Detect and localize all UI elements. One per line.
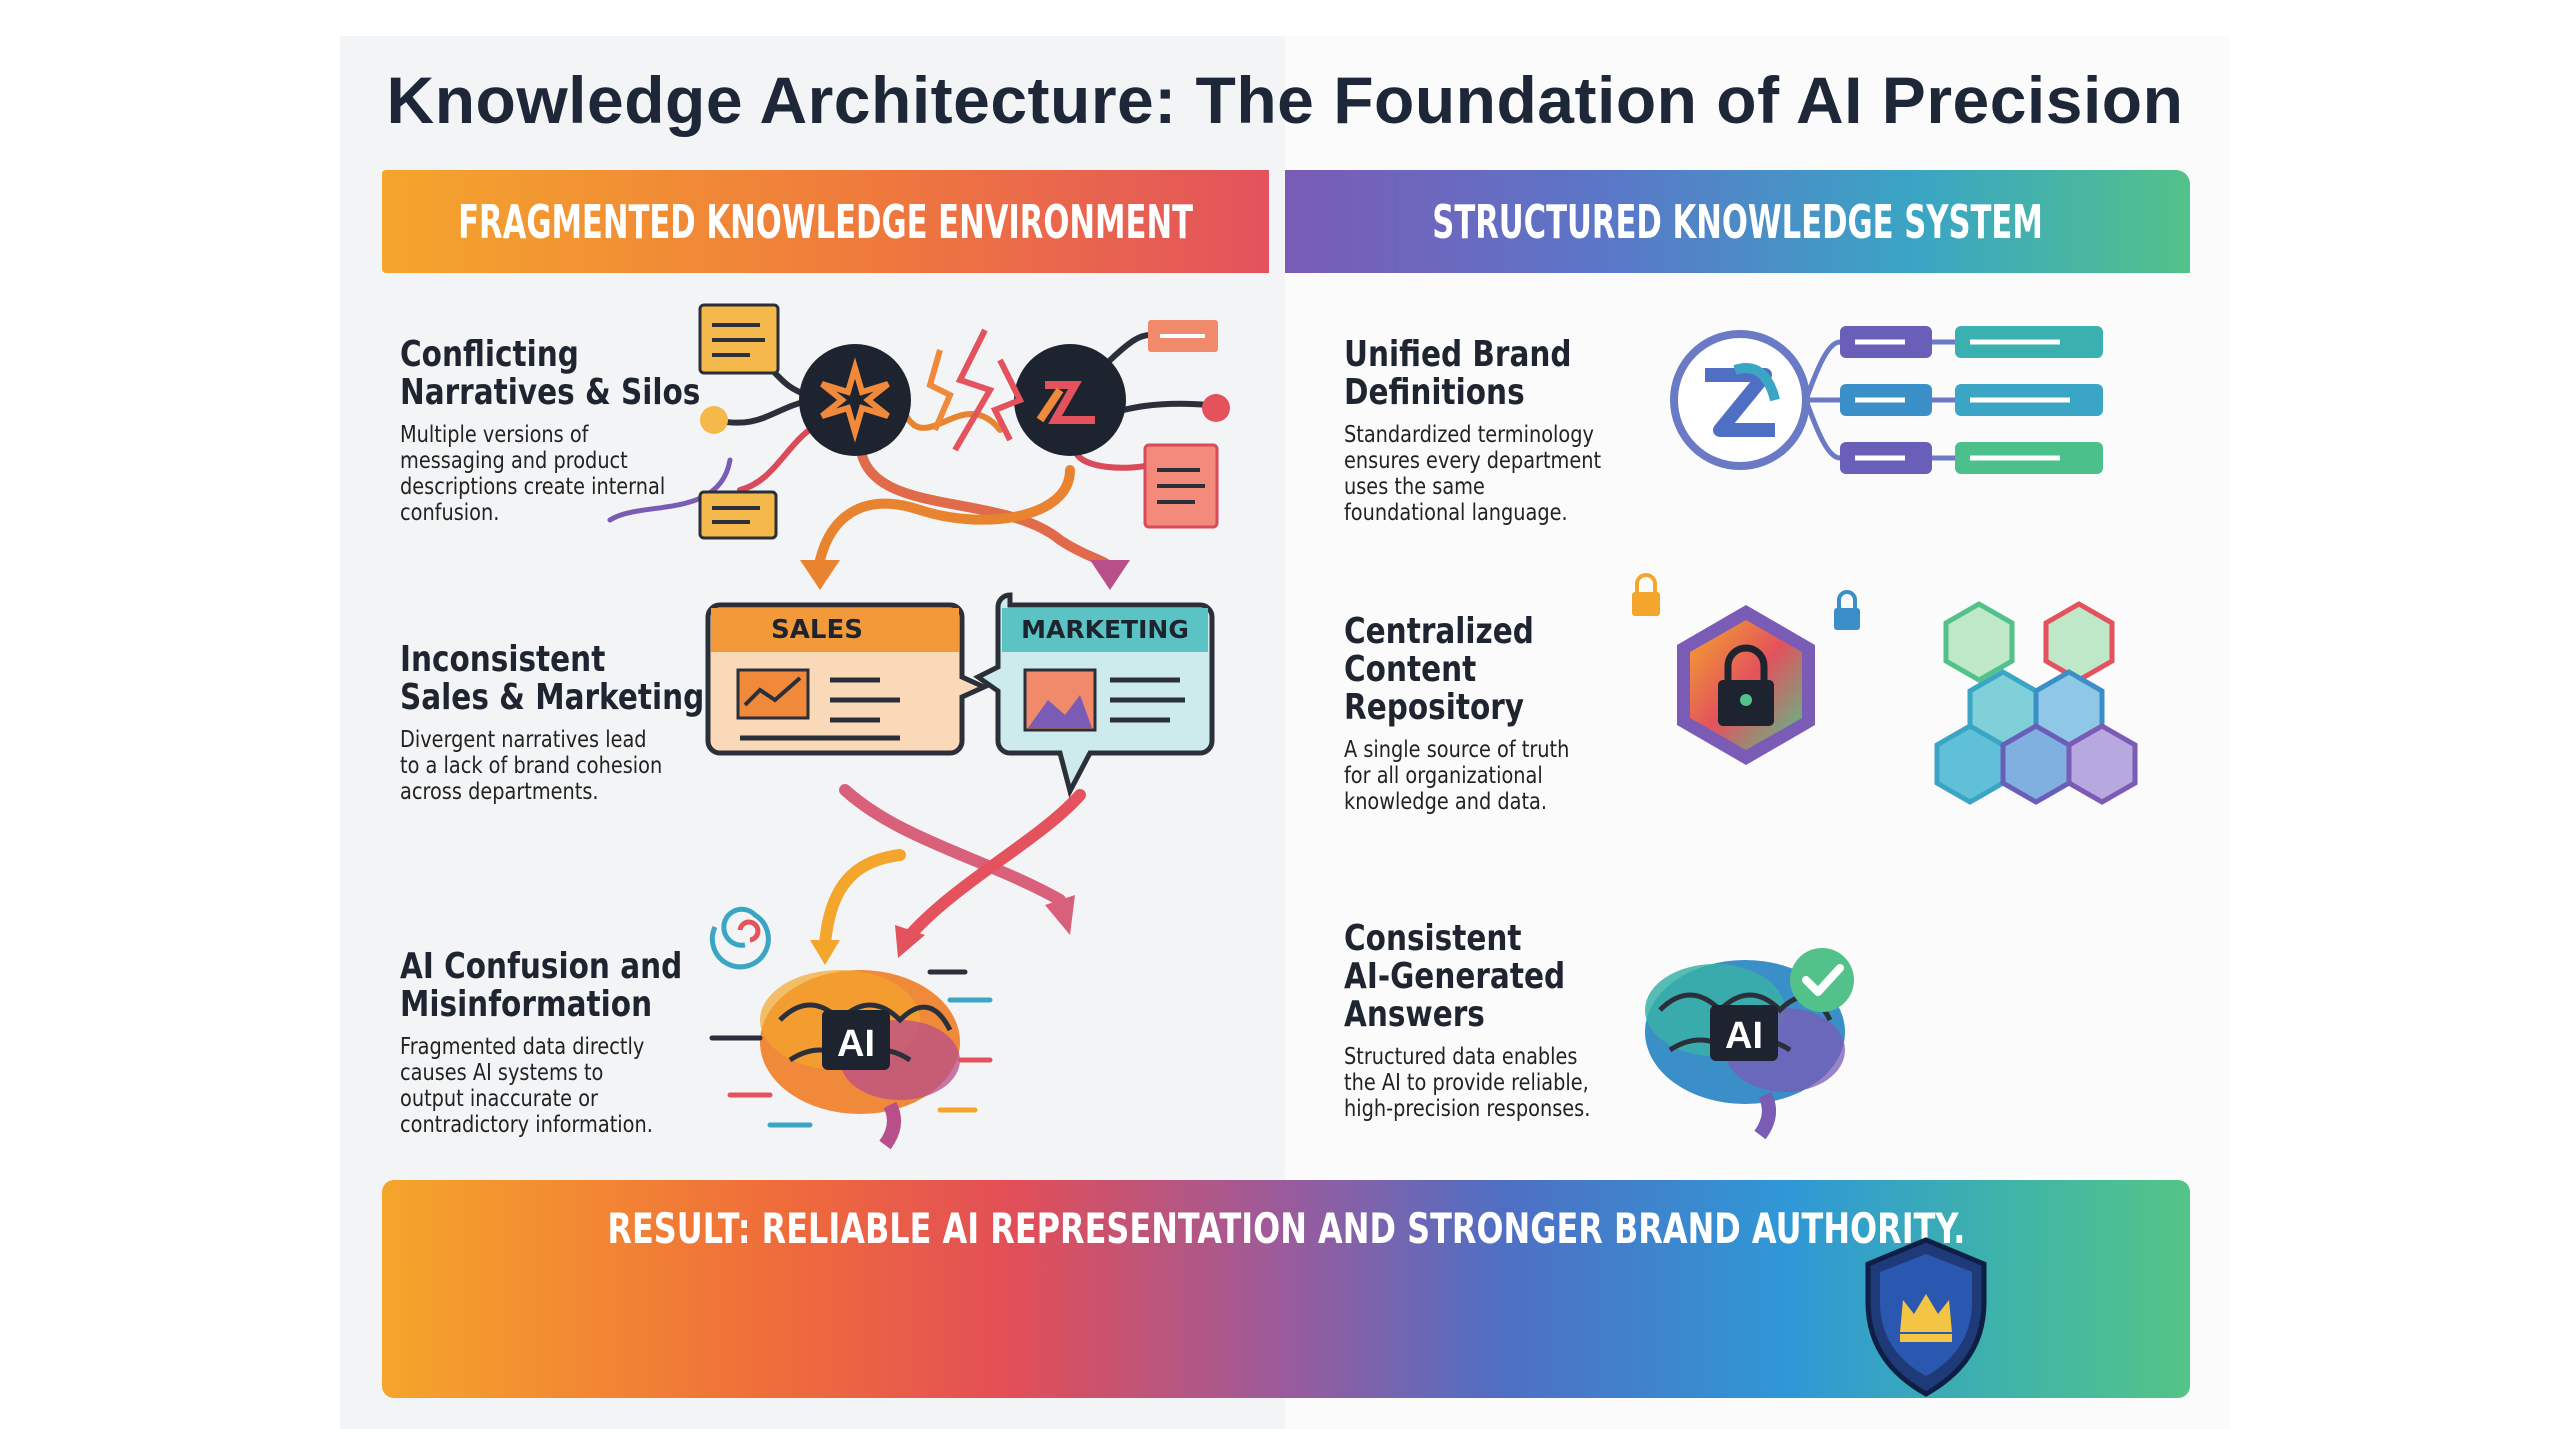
ai-label: AI	[837, 1023, 875, 1065]
hexagon-cluster-icon	[1934, 601, 2138, 805]
document-icon	[1143, 443, 1219, 529]
structured-header-label: STRUCTURED KNOWLEDGE SYSTEM	[1432, 194, 2043, 249]
fragmented-header: FRAGMENTED KNOWLEDGE ENVIRONMENT	[382, 170, 1269, 273]
brand-logo-icon	[1670, 330, 1810, 470]
arrow-icons	[800, 560, 1130, 590]
check-icon	[1790, 948, 1854, 1012]
lock-icon	[1834, 590, 1860, 630]
result-banner: RESULT: RELIABLE AI REPRESENTATION AND S…	[382, 1180, 2190, 1398]
sales-label: SALES	[771, 615, 863, 645]
structured-header: STRUCTURED KNOWLEDGE SYSTEM	[1285, 170, 2190, 273]
node-dot	[1202, 394, 1230, 422]
document-icon	[698, 490, 778, 540]
marketing-bubble	[973, 592, 1215, 798]
crossing-arrows	[819, 784, 1086, 951]
ai-label: AI	[1725, 1015, 1763, 1057]
burst-node-icon	[799, 344, 911, 456]
lock-icon	[1632, 573, 1660, 616]
speed-lines	[709, 969, 993, 1128]
sales-bubble	[705, 602, 991, 756]
swirl-icon	[709, 906, 771, 970]
node-dot	[700, 406, 728, 434]
page-title: Knowledge Architecture: The Foundation o…	[386, 63, 2184, 137]
unified-definition-tree	[1803, 339, 1955, 461]
fragmented-header-label: FRAGMENTED KNOWLEDGE ENVIRONMENT	[458, 194, 1193, 249]
document-icon	[1148, 320, 1218, 352]
result-text: RESULT: RELIABLE AI REPRESENTATION AND S…	[607, 1204, 1965, 1253]
brain-ai-icon	[760, 970, 960, 1150]
document-icon	[698, 303, 780, 375]
definition-rows	[1840, 326, 2103, 474]
repository-hexagon-icon	[1677, 605, 1815, 765]
marketing-label: MARKETING	[1021, 615, 1189, 644]
burst-node-icon	[1014, 344, 1126, 456]
lightning-icon	[926, 328, 1025, 452]
